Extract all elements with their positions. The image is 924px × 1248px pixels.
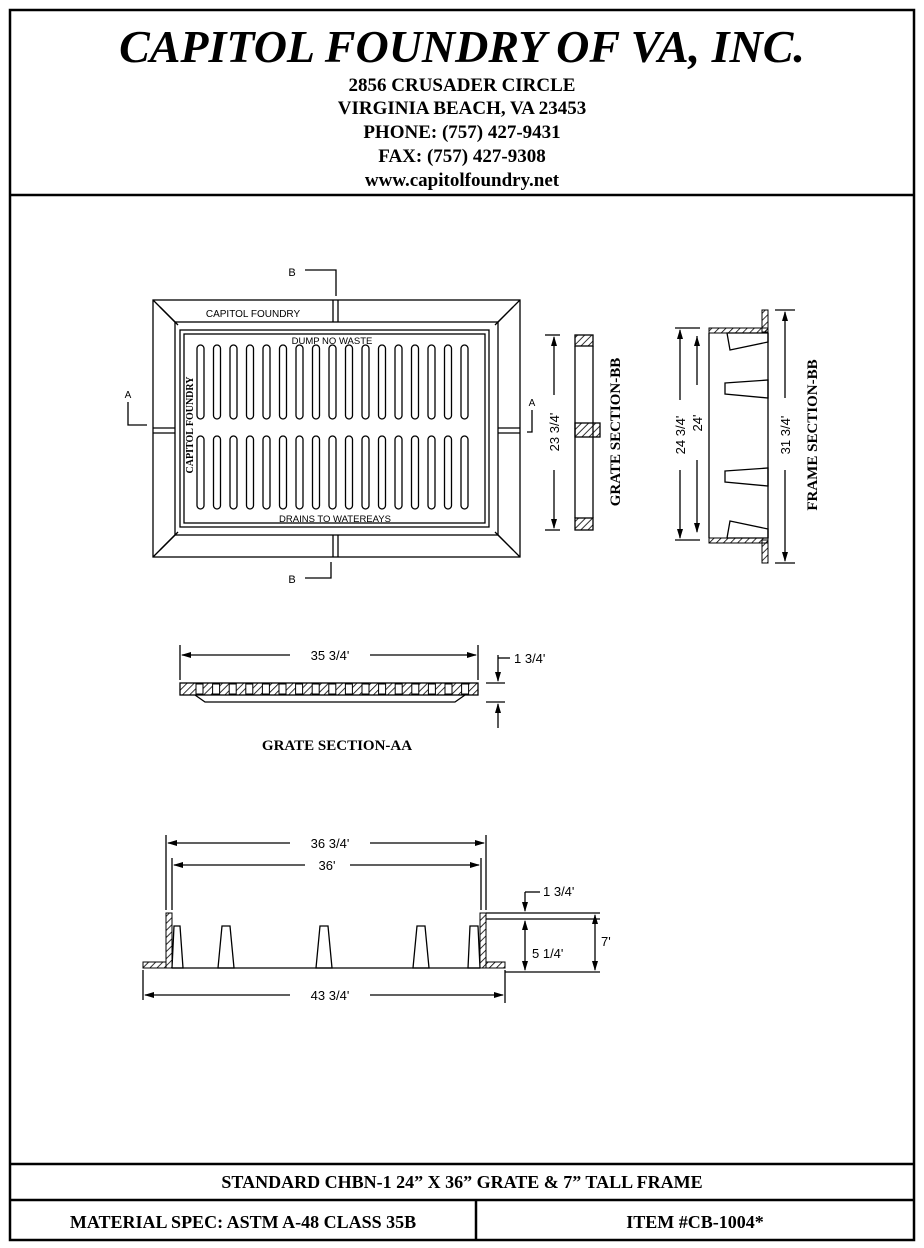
grate-slot: [460, 344, 469, 420]
section-slot: [261, 683, 270, 695]
grate-slot: [377, 344, 387, 420]
grate-slot: [229, 344, 238, 420]
grate-slot: [212, 435, 222, 510]
website: www.capitolfoundry.net: [365, 170, 560, 191]
address-line-1: 2856 CRUSADER CIRCLE: [349, 75, 576, 96]
grate-slot: [394, 344, 403, 420]
section-b-bottom-label: B: [288, 574, 295, 586]
grate-slot: [311, 435, 321, 510]
section-a-left-label: A: [125, 390, 132, 401]
grate-section-bb-label: GRATE SECTION-BB: [608, 358, 624, 507]
grate-aa-thickness-dimension: 1 3/4': [514, 651, 545, 666]
frame-outer-length-dimension: 36 3/4': [311, 836, 350, 851]
grate-slot: [427, 435, 436, 510]
grate-slot: [245, 344, 255, 420]
frame-elevation: 36 3/4' 36' 1 3/4' 5 1/4' 7' 43 3/4': [142, 835, 611, 1003]
grate-slots: [196, 344, 469, 510]
grate-slot: [443, 435, 453, 510]
grate-slot: [460, 435, 469, 510]
section-slot: [278, 683, 287, 695]
address-line-2: VIRGINIA BEACH, VA 23453: [338, 98, 586, 119]
grate-top-text: DUMP NO WASTE: [292, 336, 373, 347]
grate-slot: [344, 344, 354, 420]
grate-slot: [344, 435, 354, 510]
grate-bottom-text: DRAINS TO WATEREAYS: [279, 514, 391, 525]
section-slot: [311, 683, 320, 695]
grate-slot: [262, 435, 271, 510]
grate-section-aa-label: GRATE SECTION-AA: [262, 738, 412, 754]
section-slot: [361, 683, 370, 695]
frame-section-bb: 24 3/4' 24' 31 3/4' FRAME SECTION-BB: [673, 309, 821, 564]
section-slot: [427, 683, 436, 695]
fax: FAX: (757) 427-9308: [378, 146, 545, 167]
section-slot: [461, 683, 470, 695]
section-slot: [295, 683, 304, 695]
frame-top-dimension: 1 3/4': [543, 884, 574, 899]
section-slot: [195, 683, 204, 695]
section-slot: [394, 683, 403, 695]
grate-slot: [212, 344, 222, 420]
frame-mid-dimension: 5 1/4': [532, 946, 563, 961]
grate-plan-view: CAPITOL FOUNDRY DUMP NO WASTE DRAINS TO …: [125, 267, 536, 586]
grate-slot: [278, 435, 288, 510]
section-b-top-label: B: [288, 267, 295, 279]
section-slot: [444, 683, 453, 695]
grate-slot: [410, 344, 420, 420]
frame-inner-length-dimension: 36': [319, 858, 336, 873]
frame-bb-flange-dimension: 31 3/4': [778, 416, 793, 455]
company-name: CAPITOL FOUNDRY OF VA, INC.: [119, 21, 805, 72]
frame-bb-inner-dimension: 24': [690, 415, 705, 432]
section-slot: [228, 683, 237, 695]
grate-outline: [179, 329, 490, 528]
grate-slot: [394, 435, 403, 510]
drawing-title: STANDARD CHBN-1 24” X 36” GRATE & 7” TAL…: [221, 1172, 702, 1192]
grate-slot: [328, 344, 337, 420]
grate-slot: [245, 435, 255, 510]
grate-slot: [229, 435, 238, 510]
section-slot: [411, 683, 420, 695]
material-spec: MATERIAL SPEC: ASTM A-48 CLASS 35B: [70, 1212, 416, 1232]
item-number: ITEM #CB-1004*: [626, 1212, 764, 1232]
frame-text: CAPITOL FOUNDRY: [206, 309, 301, 320]
grate-slot: [196, 435, 205, 510]
grate-slot: [427, 344, 436, 420]
grate-slot: [295, 435, 304, 510]
frame-section-bb-label: FRAME SECTION-BB: [805, 359, 821, 510]
section-a-right-label: A: [529, 398, 536, 409]
section-slot: [344, 683, 353, 695]
grate-slot: [295, 344, 304, 420]
grate-side-text: CAPITOL FOUNDRY: [185, 376, 196, 474]
section-slot: [245, 683, 254, 695]
grate-slot: [278, 344, 288, 420]
grate-slot: [377, 435, 387, 510]
grate-aa-length-dimension: 35 3/4': [311, 648, 350, 663]
grate-slot: [311, 344, 321, 420]
grate-slot: [410, 435, 420, 510]
grate-slot: [196, 344, 205, 420]
grate-slot: [262, 344, 271, 420]
frame-flange-length-dimension: 43 3/4': [311, 988, 350, 1003]
section-slot: [212, 683, 221, 695]
section-slot: [328, 683, 337, 695]
grate-section-aa: 35 3/4' 1 3/4' GRATE SECTION-AA: [179, 645, 545, 754]
phone: PHONE: (757) 427-9431: [363, 122, 560, 143]
section-slot: [378, 683, 387, 695]
grate-slot: [328, 435, 337, 510]
frame-total-height-dimension: 7': [601, 934, 611, 949]
grate-bb-dimension: 23 3/4': [547, 413, 562, 452]
grate-slot: [443, 344, 453, 420]
sheet-border: [8, 8, 916, 1242]
grate-slot: [361, 344, 370, 420]
frame-bb-outer-dimension: 24 3/4': [673, 416, 688, 455]
grate-section-bb: 23 3/4' GRATE SECTION-BB: [545, 334, 624, 531]
grate-slot: [361, 435, 370, 510]
